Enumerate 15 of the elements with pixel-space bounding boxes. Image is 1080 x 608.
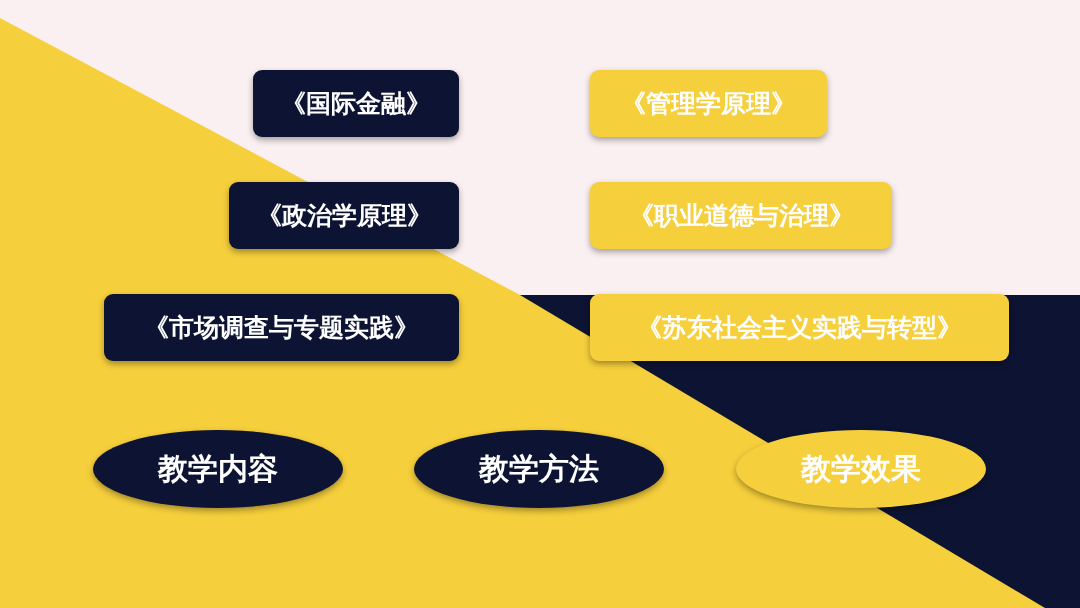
- node-text: 《市场调查与专题实践》: [144, 312, 419, 344]
- node-text: 《政治学原理》: [256, 200, 432, 232]
- course-box: [590, 294, 1009, 361]
- node-text: 《管理学原理》: [621, 88, 796, 120]
- course-box: [104, 294, 459, 361]
- node-text: 《职业道德与治理》: [628, 200, 854, 232]
- node-text: 《国际金融》: [281, 88, 431, 120]
- course-box: [253, 70, 459, 137]
- node-text: 教学方法: [479, 449, 599, 488]
- course-box: [590, 70, 827, 137]
- course-box: [590, 182, 892, 249]
- node-text: 《苏东社会主义实践与转型》: [637, 312, 962, 344]
- node-text: 教学内容: [158, 449, 278, 488]
- node-text: 教学效果: [801, 449, 921, 488]
- course-box: [229, 182, 459, 249]
